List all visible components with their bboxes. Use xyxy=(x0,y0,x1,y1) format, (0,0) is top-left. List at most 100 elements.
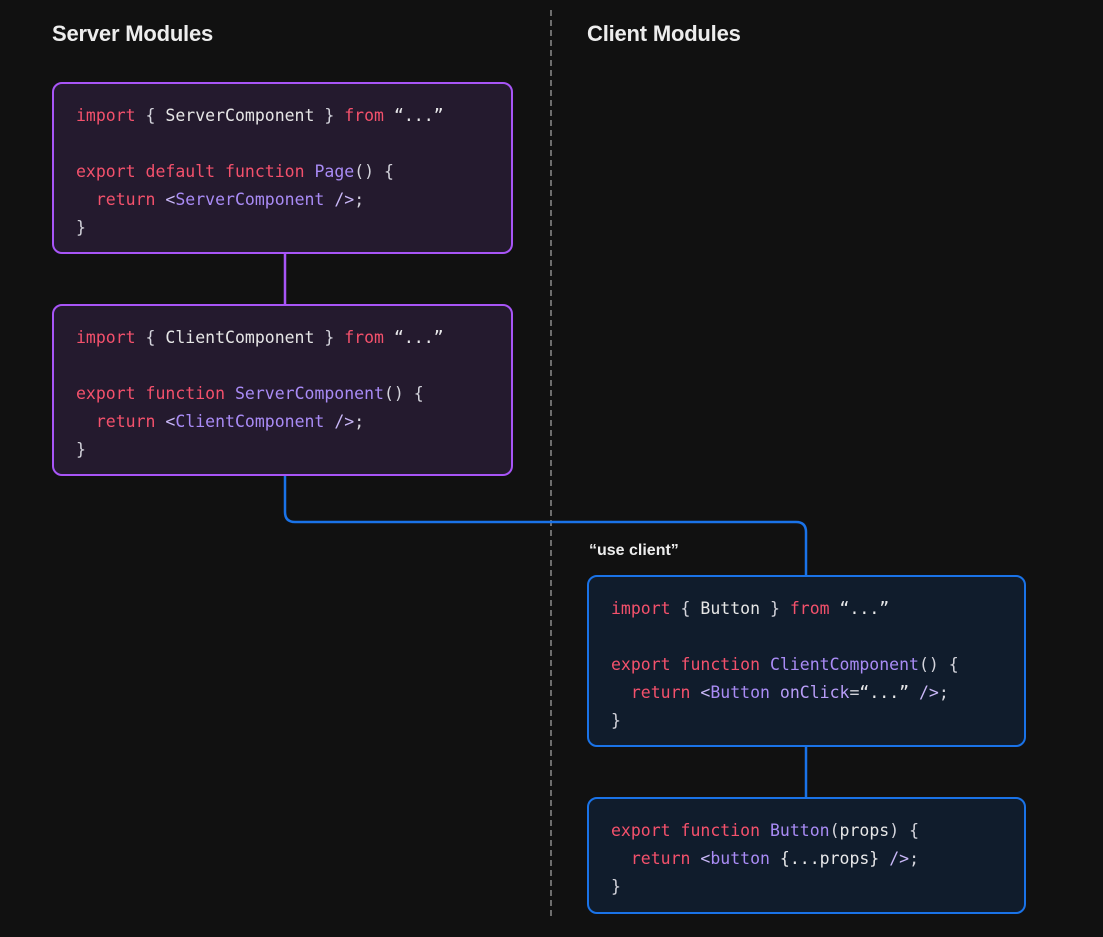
code-token xyxy=(76,412,96,431)
code-line: import { ServerComponent } from “...” xyxy=(76,102,491,130)
code-token: return xyxy=(630,849,691,868)
code-token: /> xyxy=(889,849,910,868)
code-token xyxy=(136,162,146,181)
code-token xyxy=(899,821,909,840)
code-token: } xyxy=(76,218,86,237)
code-token: import xyxy=(76,106,136,125)
code-token xyxy=(334,328,344,347)
code-token xyxy=(374,162,384,181)
code-line: return <ClientComponent />; xyxy=(76,408,491,436)
code-line: import { Button } from “...” xyxy=(611,595,1004,623)
code-token: return xyxy=(630,683,691,702)
code-token: < xyxy=(700,849,711,868)
code-token: ) xyxy=(889,821,900,840)
code-token xyxy=(909,683,919,702)
code-token: /> xyxy=(334,412,355,431)
code-token xyxy=(215,162,225,181)
code-token: “...” xyxy=(393,106,444,125)
code-token xyxy=(671,655,681,674)
code-token: } xyxy=(324,328,335,347)
code-token: Button xyxy=(700,599,761,618)
code-line: import { ClientComponent } from “...” xyxy=(76,324,491,352)
code-line: } xyxy=(76,436,491,464)
code-token: default xyxy=(145,162,216,181)
code-token: { xyxy=(413,384,424,403)
code-token: “...” xyxy=(839,599,890,618)
code-token xyxy=(155,328,165,347)
code-line: return <ServerComponent />; xyxy=(76,186,491,214)
code-token: from xyxy=(344,106,384,125)
code-token: “...” xyxy=(393,328,444,347)
code-token: < xyxy=(700,683,711,702)
code-token: ClientComponent xyxy=(769,655,919,674)
code-token: ClientComponent xyxy=(165,328,315,347)
code-line: export function ServerComponent() { xyxy=(76,380,491,408)
code-token: {...props} xyxy=(779,849,880,868)
code-line: export function ClientComponent() { xyxy=(611,651,1004,679)
code-token: { xyxy=(145,106,156,125)
code-token xyxy=(611,849,631,868)
code-token xyxy=(780,599,790,618)
code-token: () xyxy=(918,655,939,674)
code-token: < xyxy=(165,412,176,431)
code-token: onClick xyxy=(779,683,850,702)
code-token: { xyxy=(948,655,959,674)
code-block-server-component: import { ClientComponent } from “...” ex… xyxy=(52,304,513,476)
code-token: from xyxy=(789,599,830,618)
code-line: export default function Page() { xyxy=(76,158,491,186)
code-token: from xyxy=(344,328,384,347)
code-token: export xyxy=(76,384,136,403)
code-line: } xyxy=(611,873,1004,901)
code-token xyxy=(611,683,631,702)
code-token xyxy=(939,655,949,674)
heading-server-modules: Server Modules xyxy=(52,21,214,46)
code-token: ; xyxy=(354,190,365,209)
code-token: { xyxy=(909,821,919,840)
use-client-label: “use client” xyxy=(589,540,687,562)
code-token: { xyxy=(145,328,156,347)
code-token: function xyxy=(680,655,761,674)
code-token: } xyxy=(611,877,621,896)
code-token: Button xyxy=(710,683,770,702)
code-token: props xyxy=(839,821,890,840)
code-token xyxy=(830,599,840,618)
code-token: function xyxy=(225,162,305,181)
code-token: function xyxy=(680,821,761,840)
code-token: ; xyxy=(938,683,949,702)
code-token xyxy=(760,655,770,674)
code-block-client-component: import { Button } from “...” export func… xyxy=(587,575,1026,747)
code-line xyxy=(76,130,491,158)
code-token xyxy=(770,683,780,702)
code-token xyxy=(760,821,770,840)
code-token xyxy=(671,821,681,840)
server-client-divider xyxy=(550,10,552,916)
code-token: ( xyxy=(829,821,840,840)
code-token: ; xyxy=(354,412,365,431)
code-token xyxy=(324,412,334,431)
code-token: ServerComponent xyxy=(165,106,315,125)
code-token: button xyxy=(710,849,770,868)
code-token xyxy=(305,162,315,181)
code-token: () xyxy=(383,384,404,403)
code-token xyxy=(136,328,146,347)
code-token: Button xyxy=(769,821,830,840)
code-token xyxy=(404,384,414,403)
code-token: ; xyxy=(909,849,919,868)
code-line: return <Button onClick=“...” />; xyxy=(611,679,1004,707)
code-token: return xyxy=(95,190,156,209)
code-token: Page xyxy=(314,162,355,181)
code-token xyxy=(690,683,700,702)
code-line: } xyxy=(611,707,1004,735)
code-token: ServerComponent xyxy=(234,384,384,403)
code-block-button: export function Button(props) { return <… xyxy=(587,797,1026,914)
code-token xyxy=(384,106,394,125)
code-token xyxy=(155,106,165,125)
code-token: export xyxy=(611,655,671,674)
code-token: ClientComponent xyxy=(175,412,325,431)
code-token xyxy=(324,190,334,209)
code-token: { xyxy=(384,162,394,181)
code-token: import xyxy=(76,328,136,347)
heading-client-modules: Client Modules xyxy=(587,21,741,46)
code-token xyxy=(760,599,770,618)
code-block-page: import { ServerComponent } from “...” ex… xyxy=(52,82,513,254)
